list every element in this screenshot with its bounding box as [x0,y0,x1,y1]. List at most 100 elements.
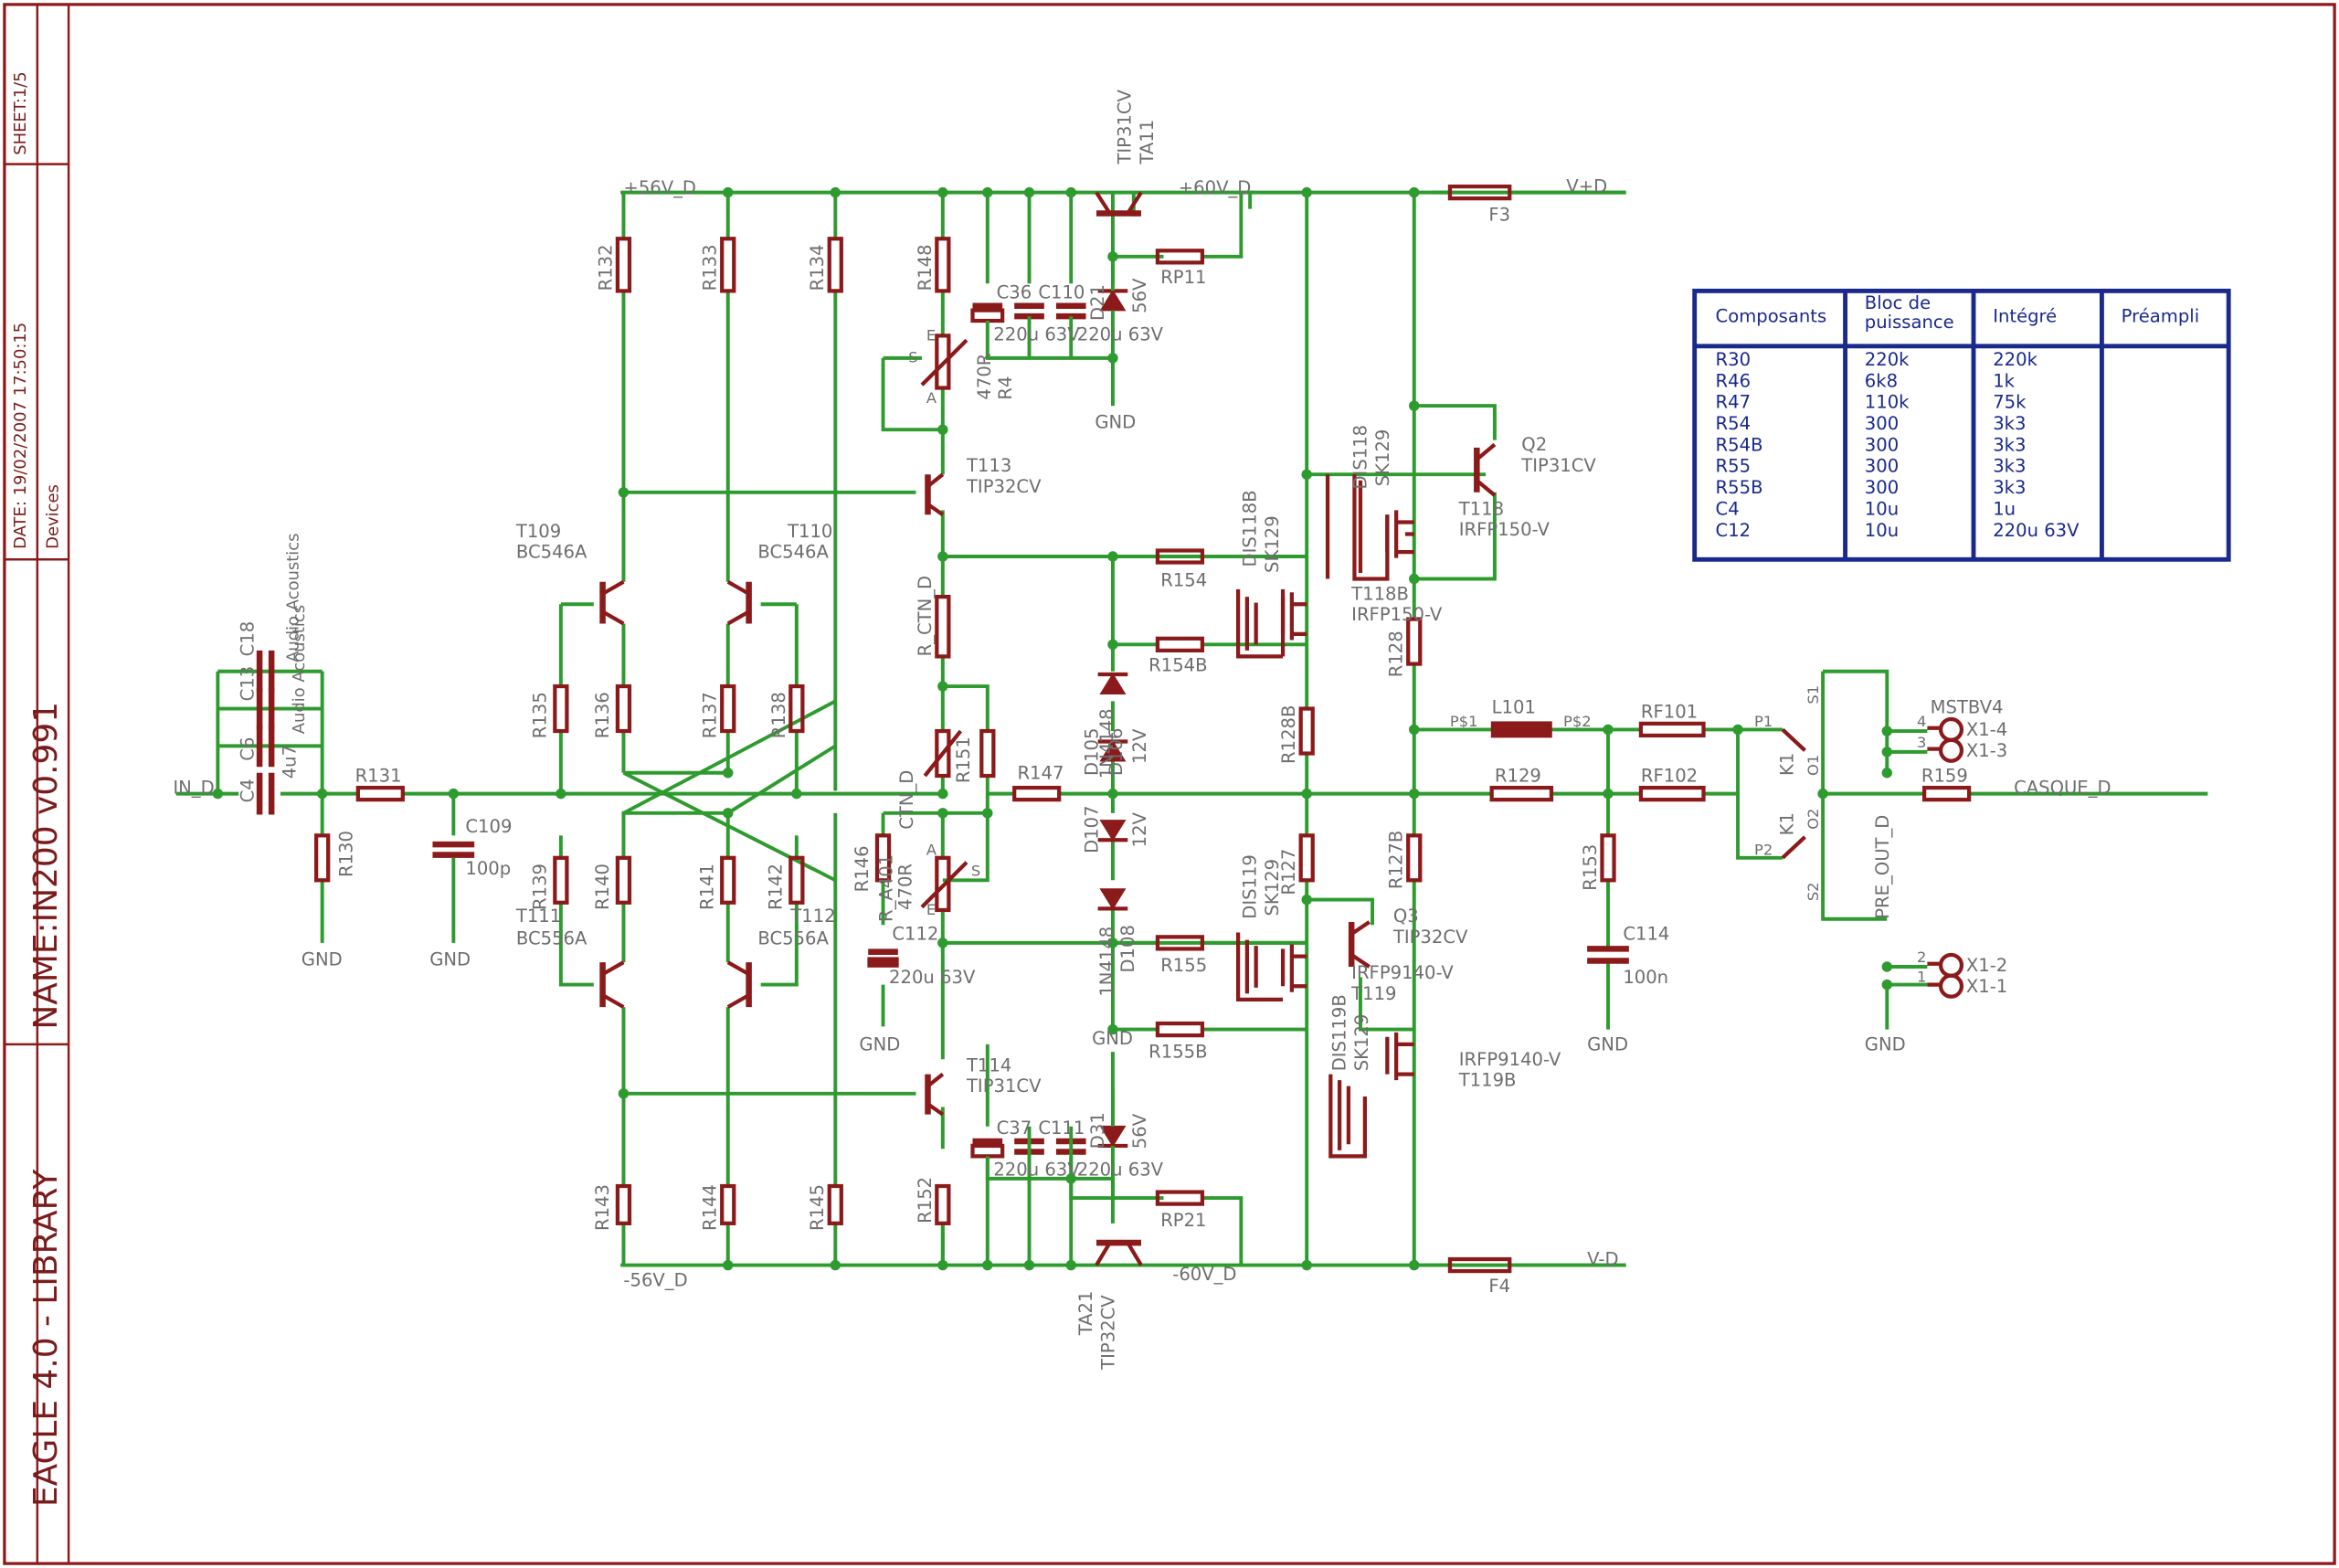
s1-label: S1 [1805,685,1822,705]
x13-label: X1-3 [1966,740,2007,761]
rctn-label: R_CTN_D [915,576,936,657]
c109-value: 100p [465,858,511,879]
casque-label: CASQUE_D [2014,778,2111,799]
r141-label: R141 [696,863,717,910]
table-cell: R46 [1716,370,1752,391]
r146-b: R_A401 [875,854,896,922]
f4-label: F4 [1488,1276,1510,1297]
c112-value: 220u 63V [889,967,976,988]
c6-label: C6 [238,737,259,761]
d105-value: 1N4148 [1096,708,1117,779]
pin3-label: 3 [1917,734,1926,751]
r127b-label: R127B [1386,831,1407,889]
rail-p60: +60V_D [1179,177,1252,198]
r135-label: R135 [530,692,551,738]
devices-label: Devices [44,484,63,549]
t109-value: BC546A [516,542,587,563]
t112-label: T112 [789,906,835,927]
drawing-name: NAME:IN200 v0.991 [27,702,65,1030]
relay-connectors [1781,716,1964,999]
r147-label: R147 [1017,762,1064,783]
sheet-label: SHEET:1/5 [11,71,30,154]
d108-value: 1N4148 [1096,927,1117,997]
q2-label: Q2 [1521,434,1547,455]
pot-bot-a: A [926,842,937,859]
c37-value: 220u 63V [993,1160,1080,1181]
gnd-6: GND [1587,1033,1628,1054]
r129-label: R129 [1495,766,1541,787]
table-cell: 3k3 [1993,477,2026,498]
r142-label: R142 [766,863,787,910]
c36-value: 220u 63V [993,323,1080,344]
ta21-value: TIP32CV [1098,1295,1119,1371]
r153-label: R153 [1580,844,1601,891]
rp11-label: RP11 [1160,267,1206,288]
r151-label: R151 [953,736,974,783]
r152-label: R152 [915,1177,936,1224]
r127-label: R127 [1278,849,1299,895]
t118b-label: T118B [1350,583,1409,604]
diodes [1097,256,1128,1199]
x14-label: X1-4 [1966,719,2007,740]
d106-label: D106 [1106,728,1127,776]
table-cell: 220k [1993,349,2037,370]
rail-n60: -60V_D [1172,1264,1236,1285]
s2-label: S2 [1805,882,1822,901]
pot-bot-e: E [926,901,936,918]
gnd-7: GND [1865,1033,1906,1054]
l101-label: L101 [1492,696,1536,717]
rf101-label: RF101 [1641,701,1698,722]
in-label: IN_D [173,778,214,799]
c18-label: C18 [238,621,259,657]
pot-top-s: S [908,349,917,366]
rail-vplus: V+D [1566,176,1607,197]
dis119b-value: SK129 [1351,1014,1372,1072]
t110-value: BC546A [757,542,829,563]
r144-label: R144 [700,1184,721,1231]
d31-label: D31 [1087,1112,1108,1149]
r154b-label: R154B [1148,655,1207,676]
rail-p56: +56V_D [623,177,696,198]
r137-label: R137 [700,692,721,738]
table-header-3: Préampli [2122,306,2200,327]
x12-label: X1-2 [1966,955,2007,976]
r155-label: R155 [1160,955,1207,976]
drawing-frame: SHEET:1/5 DATE: 19/02/2007 17:50:15 Devi… [3,3,2336,1565]
r132-label: R132 [595,244,616,291]
x11-label: X1-1 [1966,976,2007,997]
transistors [599,191,1497,1266]
d107-value: 12V [1129,811,1150,847]
dis119b-label: DIS119B [1329,994,1350,1071]
table-cell: R54 [1716,413,1752,434]
table-cell: 300 [1865,477,1899,498]
table-cell: R47 [1716,392,1752,413]
t113-value: TIP32CV [966,476,1042,497]
rf102-label: RF102 [1641,766,1698,787]
r128-label: R128 [1386,630,1407,677]
k1b-label: K1 [1776,812,1797,835]
t119b-label: T119B [1458,1070,1517,1091]
pin4-label: 4 [1917,713,1926,730]
q3-value: TIP32CV [1392,927,1468,948]
table-cell: C4 [1716,498,1740,519]
t114-label: T114 [966,1054,1011,1075]
c110-label: C110 [1038,282,1085,303]
pin1-label: 1 [1917,968,1926,985]
t119b-value: IRFP9140-V [1459,1049,1561,1070]
table-cell: 6k8 [1865,370,1898,391]
table-cell: 3k3 [1993,456,2026,477]
table-cell: R54B [1716,434,1763,455]
pot-top-e: E [926,326,936,344]
t119-label: T119 [1350,983,1396,1004]
t118-label: T118 [1458,498,1504,519]
r148-label: R148 [915,244,936,291]
date-label: DATE: 19/02/2007 17:50:15 [11,323,30,549]
table-cell: 10u [1865,498,1899,519]
c111-value: 220u 63V [1077,1160,1164,1181]
c4-value: 4u7 [279,745,300,779]
table-header-1: puissance [1865,312,1954,333]
c13-value: Audio Acoustics [290,605,309,734]
table-cell: R30 [1716,349,1752,370]
pot-top-a: A [926,389,937,407]
